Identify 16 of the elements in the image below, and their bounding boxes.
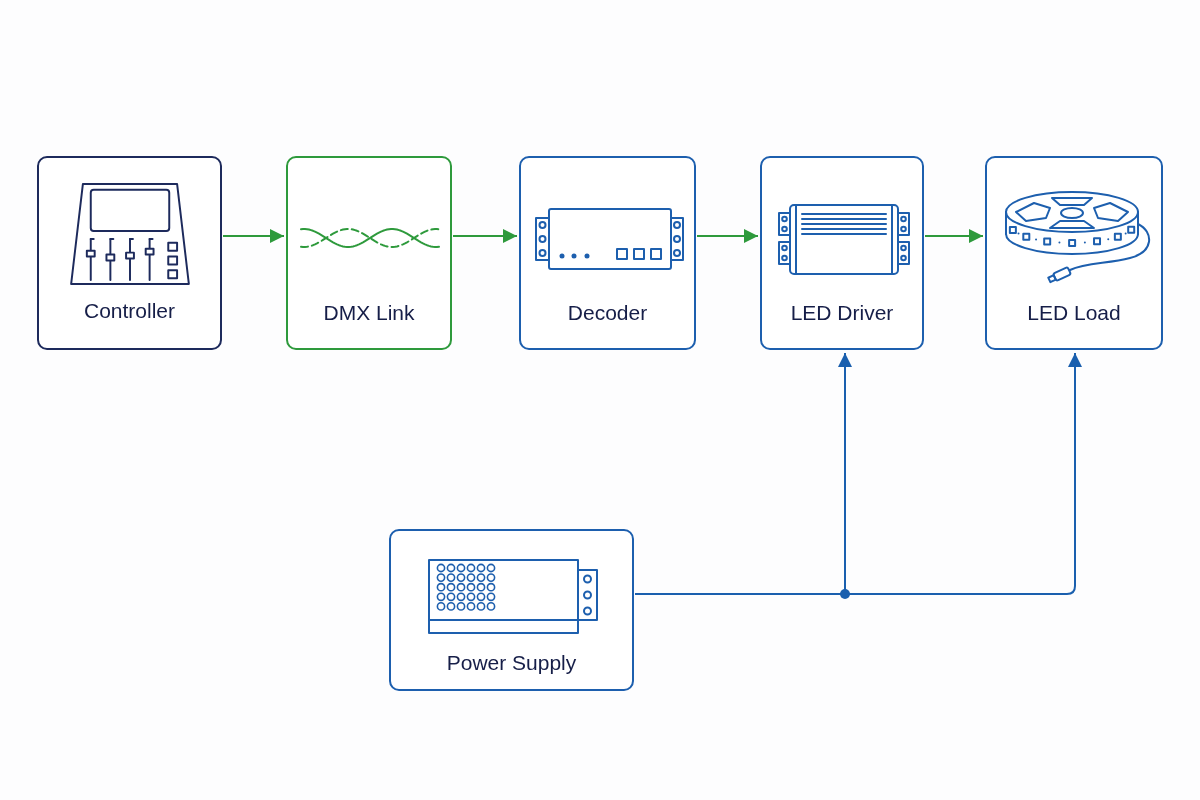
node-label: LED Driver xyxy=(790,300,894,326)
arrow xyxy=(696,229,759,243)
node-label: DMX Link xyxy=(323,300,415,326)
node-label: Decoder xyxy=(567,300,648,326)
device-card xyxy=(760,156,924,350)
node-label: Controller xyxy=(84,298,175,324)
arrow xyxy=(222,229,285,243)
device-card xyxy=(37,156,222,350)
device-card xyxy=(286,156,452,350)
arrow xyxy=(452,229,518,243)
node-label: Power Supply xyxy=(446,650,577,676)
device-card xyxy=(519,156,696,350)
arrow xyxy=(924,229,984,243)
device-card xyxy=(389,529,634,691)
device-card xyxy=(985,156,1163,350)
node-label: LED Load xyxy=(1027,300,1121,326)
